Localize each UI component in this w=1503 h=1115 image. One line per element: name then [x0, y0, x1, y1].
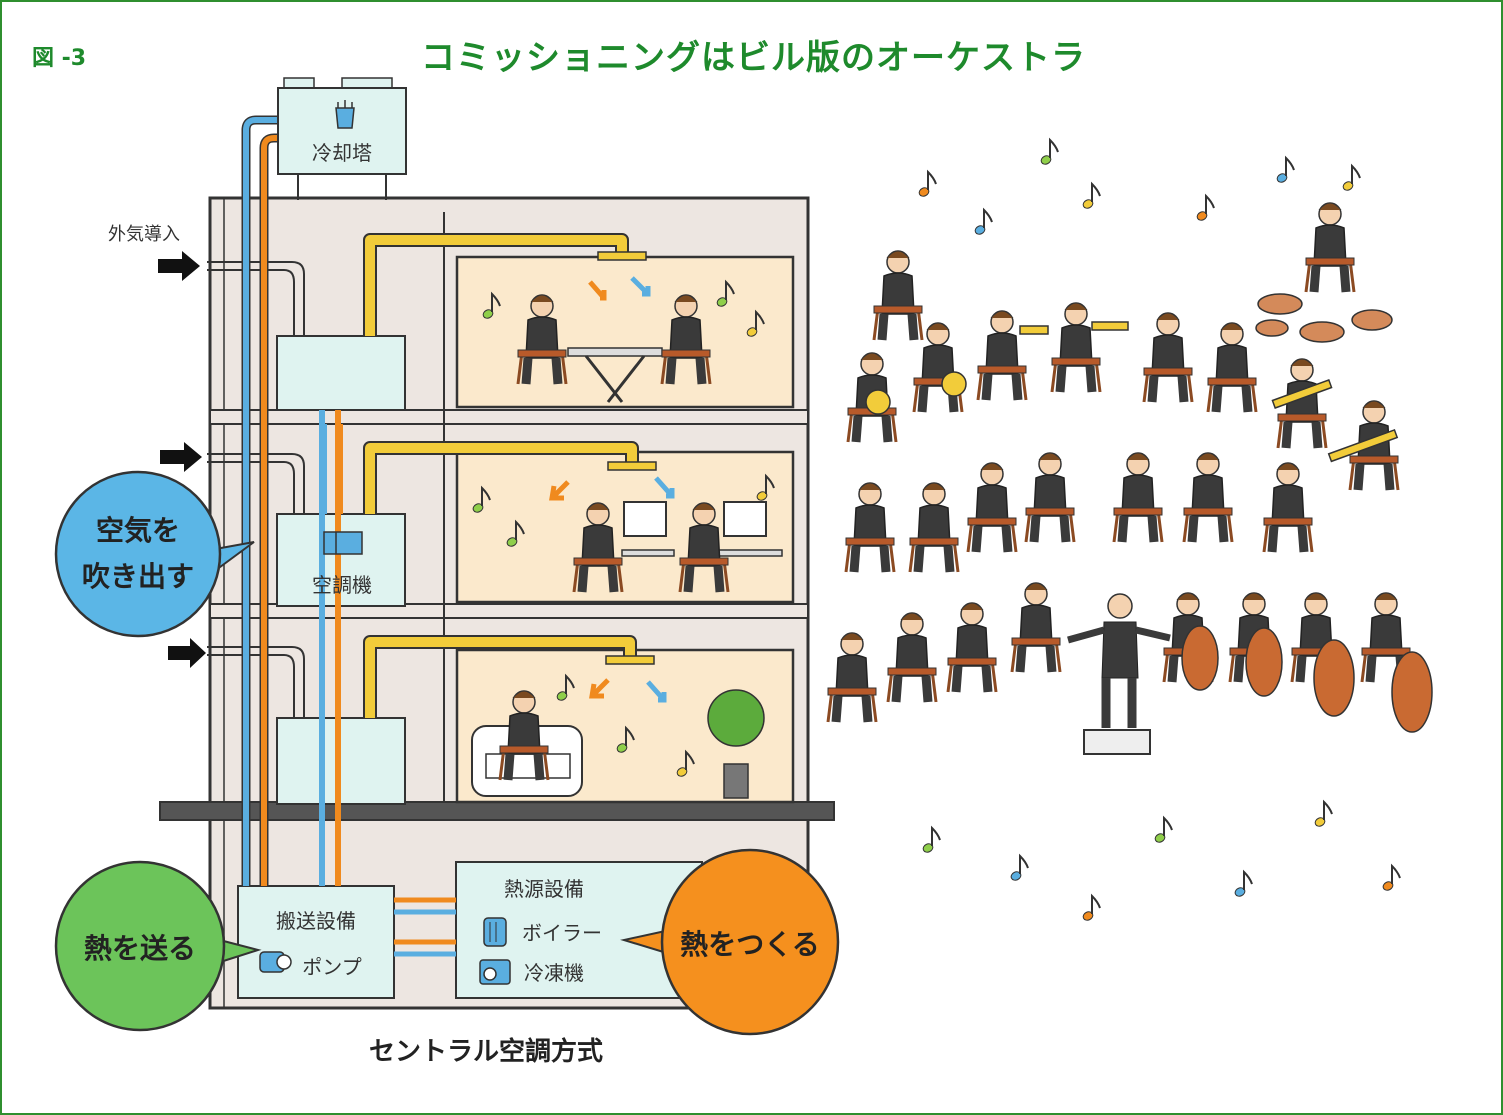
arrow-icon — [160, 442, 202, 472]
monitor-icon — [723, 501, 767, 537]
boiler-label: ボイラー — [522, 921, 602, 945]
bubble-make-heat: 熱をつくる — [620, 848, 840, 1036]
figure-title: コミッショニングはビル版のオーケストラ — [421, 38, 1086, 78]
chiller-label: 冷凍機 — [524, 961, 584, 985]
bubble-make-heat-text: 熱をつくる — [680, 928, 819, 961]
arrow-icon — [168, 638, 206, 668]
conductor-illustration — [1067, 593, 1171, 755]
chiller-icon — [479, 959, 511, 985]
arrow-icon — [158, 251, 200, 281]
ahu-icon — [323, 531, 363, 555]
pump-icon — [259, 951, 292, 973]
meeting-room-illustration — [518, 276, 710, 403]
bubble-blow-air: 空気を 吹き出す — [54, 470, 255, 638]
bubble-send-heat-text: 熱を送る — [84, 932, 196, 965]
plant-icon — [707, 689, 765, 799]
bubble-blow-air-line1: 空気を — [96, 514, 180, 547]
figure-label: 図 -3 — [32, 46, 87, 71]
lounge-room-illustration — [471, 678, 765, 799]
heat-source-label: 熱源設備 — [504, 877, 584, 901]
orchestra-illustration — [828, 203, 1433, 733]
boiler-icon — [483, 917, 507, 947]
bubble-send-heat: 熱を送る — [54, 860, 262, 1032]
cooling-tower-label: 冷却塔 — [312, 141, 372, 165]
outside-air-label: 外気導入 — [108, 224, 180, 245]
pump-label: ポンプ — [302, 955, 361, 979]
ahu-label: 空調機 — [312, 573, 372, 597]
office-room-illustration — [549, 476, 783, 592]
cooling-tower-icon — [277, 77, 407, 200]
bubble-blow-air-line2: 吹き出す — [82, 560, 194, 593]
diagram-caption: セントラル空調方式 — [369, 1036, 603, 1067]
transport-label: 搬送設備 — [276, 909, 356, 933]
room-meeting — [455, 255, 795, 409]
transport-box — [237, 885, 395, 999]
ahu-box-top — [276, 335, 406, 411]
monitor-icon — [623, 501, 667, 537]
